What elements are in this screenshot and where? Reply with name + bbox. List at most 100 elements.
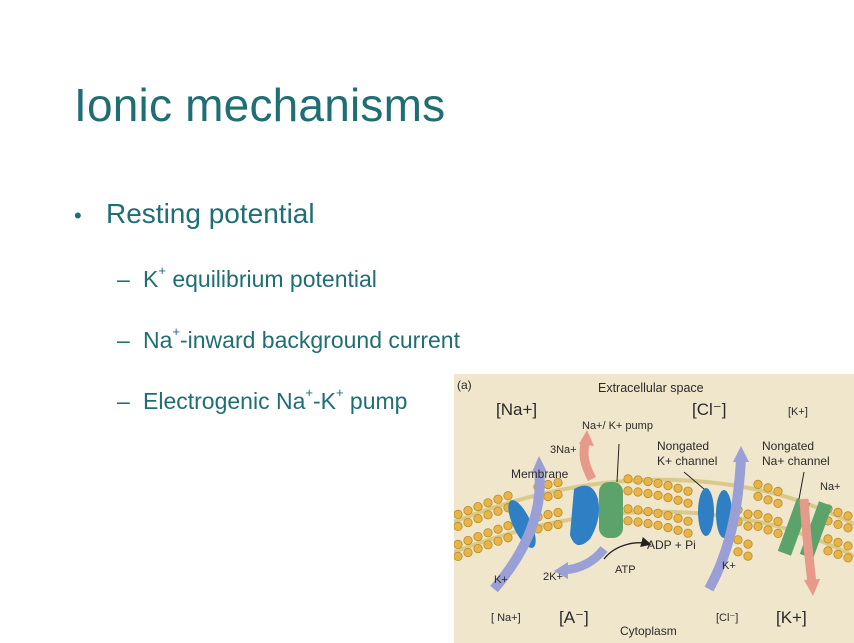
lipid-head — [843, 553, 853, 563]
subbullet-dash: – — [117, 327, 130, 353]
lipid-head — [623, 474, 633, 484]
membrane-diagram-svg: (a) Extracellular space [Na+] [Cl⁻] [K+]… — [454, 378, 854, 638]
k-mid-label: K+ — [722, 560, 736, 572]
subbullet-na-inward: – Na+-inward background current — [117, 324, 460, 354]
lipid-head — [733, 535, 743, 545]
lipid-head — [743, 539, 753, 549]
na-out-label: [Na+] — [496, 400, 537, 419]
cytoplasm-label: Cytoplasm — [620, 624, 677, 638]
lipid-head — [743, 521, 753, 531]
lipid-head — [773, 528, 783, 538]
three-na-label: 3Na+ — [550, 444, 577, 456]
k-efflux-arrow — [490, 468, 545, 593]
na-efflux-arrow — [579, 438, 596, 482]
subbullet-text: Electrogenic Na+-K+ pump — [143, 385, 408, 414]
lipid-head — [553, 507, 563, 518]
cl-in-label: [Cl⁻] — [716, 612, 738, 624]
lipid-head — [833, 507, 843, 517]
lipid-head — [463, 505, 473, 516]
lipid-head — [623, 486, 633, 496]
bullet-resting-potential: • Resting potential — [74, 198, 315, 230]
lipid-head — [543, 521, 553, 532]
lipid-head — [483, 540, 493, 550]
pump-blue-subunit — [570, 485, 599, 546]
lipid-head — [663, 481, 673, 491]
k-channel-right-a — [698, 488, 714, 536]
lipid-head — [753, 491, 763, 502]
lipid-head — [663, 523, 673, 533]
lipid-head — [683, 498, 693, 508]
subbullet-electrogenic-pump: – Electrogenic Na+-K+ pump — [117, 385, 408, 415]
lipid-head — [473, 543, 483, 554]
lipid-head — [633, 475, 643, 485]
lipid-head — [753, 479, 763, 490]
lipid-head — [683, 486, 693, 496]
na-channel-label-1: Nongated — [762, 439, 814, 453]
pump-label: Na+/ K+ pump — [582, 420, 653, 432]
lipid-head — [483, 528, 493, 538]
lipid-head — [643, 488, 653, 499]
lipid-head — [653, 520, 663, 530]
lipid-bilayer — [454, 474, 854, 563]
lipid-head — [493, 536, 503, 546]
bullet-dot: • — [74, 203, 82, 228]
lipid-head — [683, 528, 693, 538]
lipid-head — [773, 486, 783, 497]
lipid-head — [454, 551, 463, 562]
na-influx-arrow — [799, 498, 817, 585]
lipid-head — [493, 524, 503, 534]
k-channel-label-1: Nongated — [657, 439, 709, 453]
membrane-label: Membrane — [511, 467, 569, 481]
lipid-head — [673, 495, 683, 505]
lipid-head — [833, 549, 843, 559]
lipid-head — [633, 505, 643, 515]
lipid-head — [543, 491, 553, 502]
lipid-head — [843, 523, 853, 533]
lipid-head — [633, 487, 643, 497]
lipid-head — [633, 517, 643, 527]
k-efflux-right-arrow — [704, 458, 746, 592]
lipid-head — [553, 519, 563, 530]
k-in-label: [K+] — [776, 608, 807, 627]
lipid-head — [663, 493, 673, 503]
lipid-head — [503, 521, 513, 531]
lipid-head — [553, 477, 563, 488]
two-k-label: 2K+ — [543, 571, 563, 583]
k-out-label: [K+] — [788, 406, 808, 418]
membrane-diagram: (a) Extracellular space [Na+] [Cl⁻] [K+]… — [454, 374, 854, 643]
lipid-head — [473, 501, 483, 512]
lipid-head — [683, 516, 693, 526]
pump-green-subunit — [599, 482, 623, 538]
lipid-head — [454, 521, 463, 532]
lipid-head — [773, 516, 783, 526]
lipid-head — [503, 533, 513, 543]
lipid-head — [743, 551, 753, 561]
na-in-label: [ Na+] — [491, 612, 521, 624]
lipid-head — [823, 534, 833, 544]
lipid-head — [463, 517, 473, 528]
k-channel-label-2: K+ channel — [657, 454, 717, 468]
lipid-head — [753, 521, 763, 531]
lipid-head — [643, 518, 653, 529]
lipid-head — [493, 494, 503, 504]
subbullet-text: Na+-inward background current — [143, 324, 460, 353]
atp-label: ATP — [615, 564, 636, 576]
lipid-head — [663, 511, 673, 521]
lipid-head — [454, 539, 463, 550]
lipid-head — [643, 476, 653, 487]
lipid-head — [743, 509, 753, 519]
adp-label: ADP + Pi — [647, 538, 696, 552]
lipid-head — [473, 531, 483, 542]
lipid-head — [543, 479, 553, 490]
panel-label: (a) — [457, 378, 472, 392]
extracellular-label: Extracellular space — [598, 381, 704, 395]
lipid-head — [653, 508, 663, 518]
lipid-head — [763, 513, 773, 523]
slide-title: Ionic mechanisms — [74, 79, 446, 131]
lipid-head — [673, 513, 683, 523]
subbullet-text: K+ equilibrium potential — [143, 263, 377, 292]
lipid-head — [483, 510, 493, 520]
k-influx-arrow — [563, 546, 608, 575]
lipid-head — [543, 509, 553, 520]
lipid-head — [463, 535, 473, 546]
